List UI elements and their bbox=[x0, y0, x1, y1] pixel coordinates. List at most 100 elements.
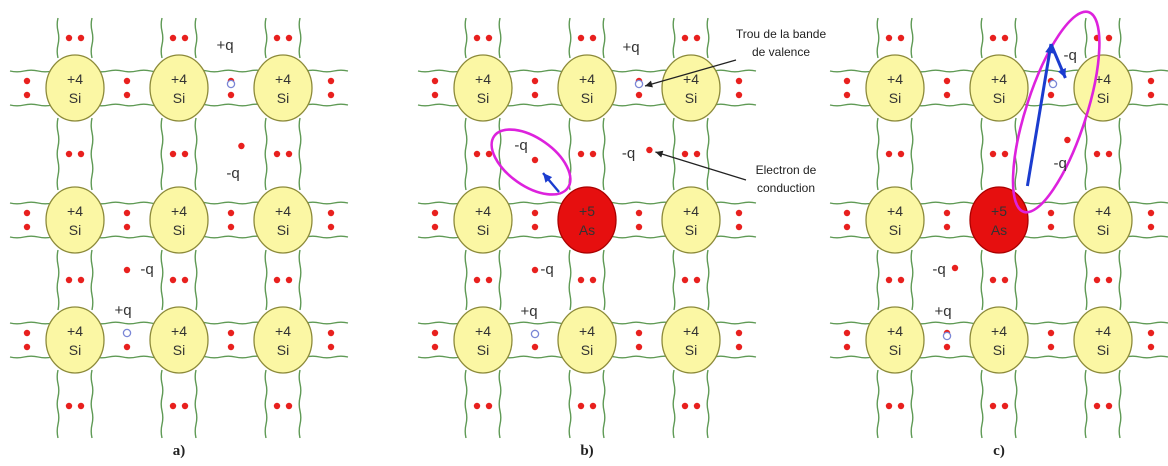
hole-circle-icon bbox=[634, 79, 644, 89]
atom-symbol-label: Si bbox=[685, 342, 697, 358]
electron-dot-icon bbox=[327, 223, 335, 231]
electron-dot-icon bbox=[485, 276, 493, 284]
arrow-shaft bbox=[1025, 43, 1053, 187]
bond-line bbox=[980, 249, 984, 311]
bond-line bbox=[194, 249, 198, 311]
electron-dot-icon bbox=[327, 329, 335, 337]
atom-circle bbox=[969, 186, 1029, 254]
bond-line bbox=[602, 17, 606, 59]
negative-charge-label: -q bbox=[622, 145, 635, 162]
electron-dot-icon bbox=[1093, 402, 1101, 410]
arsenic-atom: +5As bbox=[969, 186, 1029, 254]
atom-symbol-label: Si bbox=[173, 342, 185, 358]
bond-line bbox=[706, 117, 710, 191]
atom-charge-label: +4 bbox=[683, 71, 699, 87]
negative-charge-label: -q bbox=[932, 261, 945, 278]
positive-charge-label: +q bbox=[934, 303, 951, 320]
atom-charge-label: +4 bbox=[475, 71, 491, 87]
bond-line bbox=[876, 17, 880, 59]
atom-circle bbox=[253, 186, 313, 254]
electron-dot-icon bbox=[123, 266, 131, 274]
atom-charge-label: +4 bbox=[887, 71, 903, 87]
electron-dot-icon bbox=[327, 343, 335, 351]
electron-dot-icon bbox=[285, 276, 293, 284]
atom-charge-label: +4 bbox=[67, 203, 83, 219]
highlight-ellipse bbox=[1011, 10, 1101, 214]
atom-symbol-label: Si bbox=[477, 90, 489, 106]
bond-line bbox=[90, 17, 94, 59]
annotation-arrow-icon bbox=[644, 59, 737, 88]
atom-charge-label: +4 bbox=[1095, 323, 1111, 339]
atom-symbol-label: Si bbox=[1097, 342, 1109, 358]
bond-line bbox=[706, 17, 710, 59]
bond-line bbox=[160, 249, 164, 311]
electron-dot-icon bbox=[431, 329, 439, 337]
electron-dot-icon bbox=[431, 77, 439, 85]
electron-dot-icon bbox=[735, 77, 743, 85]
atom-circle bbox=[45, 306, 105, 374]
annotation-text: Trou de la bande bbox=[736, 27, 827, 41]
atom-circle bbox=[149, 186, 209, 254]
atom-charge-label: +4 bbox=[475, 203, 491, 219]
bond-line bbox=[1084, 17, 1088, 59]
silicon-atom: +4Si bbox=[45, 186, 105, 254]
atom-symbol-label: Si bbox=[69, 342, 81, 358]
bond-line bbox=[910, 249, 914, 311]
electron-dot-icon bbox=[169, 34, 177, 42]
electron-dot-icon bbox=[1047, 91, 1055, 99]
bond-line bbox=[980, 117, 984, 191]
bond-line bbox=[602, 249, 606, 311]
electron-dot-icon bbox=[897, 34, 905, 42]
electron-dot-icon bbox=[989, 402, 997, 410]
electron-dot-icon bbox=[843, 77, 851, 85]
atom-circle bbox=[453, 54, 513, 122]
electron-dot-icon bbox=[1105, 276, 1113, 284]
bond-line bbox=[706, 369, 710, 439]
electron-dot-icon bbox=[843, 329, 851, 337]
electron-dot-icon bbox=[473, 150, 481, 158]
electron-dot-icon bbox=[23, 209, 31, 217]
atom-symbol-label: Si bbox=[993, 342, 1005, 358]
electron-dot-icon bbox=[123, 223, 131, 231]
electron-dot-icon bbox=[227, 223, 235, 231]
atom-symbol-label: Si bbox=[277, 342, 289, 358]
atom-circle bbox=[45, 54, 105, 122]
electron-dot-icon bbox=[735, 91, 743, 99]
atom-charge-label: +5 bbox=[991, 203, 1007, 219]
positive-charge-label: +q bbox=[622, 39, 639, 56]
electron-dot-icon bbox=[531, 77, 539, 85]
bond-line bbox=[498, 17, 502, 59]
atom-symbol-label: Si bbox=[1097, 90, 1109, 106]
electron-dot-icon bbox=[897, 402, 905, 410]
bond-line bbox=[194, 17, 198, 59]
electron-dot-icon bbox=[589, 150, 597, 158]
atom-circle bbox=[1073, 306, 1133, 374]
bond-line bbox=[672, 249, 676, 311]
electron-dot-icon bbox=[327, 209, 335, 217]
electron-dot-icon bbox=[123, 343, 131, 351]
electron-dot-icon bbox=[65, 34, 73, 42]
bond-line bbox=[910, 369, 914, 439]
atom-circle bbox=[1073, 186, 1133, 254]
bond-line bbox=[1118, 249, 1122, 311]
atom-circle bbox=[865, 54, 925, 122]
bond-line bbox=[298, 249, 302, 311]
silicon-atom: +4Si bbox=[253, 186, 313, 254]
electron-dot-icon bbox=[1147, 91, 1155, 99]
bond-line bbox=[602, 369, 606, 439]
electron-dot-icon bbox=[989, 34, 997, 42]
atom-charge-label: +4 bbox=[683, 323, 699, 339]
electron-dot-icon bbox=[65, 150, 73, 158]
electron-dot-icon bbox=[989, 276, 997, 284]
electron-dot-icon bbox=[897, 150, 905, 158]
electron-dot-icon bbox=[431, 223, 439, 231]
bond-line bbox=[672, 369, 676, 439]
silicon-atom: +4Si bbox=[661, 54, 721, 122]
electron-dot-icon bbox=[181, 34, 189, 42]
atom-circle bbox=[149, 54, 209, 122]
electron-dot-icon bbox=[943, 77, 951, 85]
panel-c: +4Si+4Si+4Si+4Si+5As+4Si+4Si+4Si+4Sic)-q… bbox=[829, 10, 1168, 459]
bond-line bbox=[90, 117, 94, 191]
electron-dot-icon bbox=[635, 209, 643, 217]
